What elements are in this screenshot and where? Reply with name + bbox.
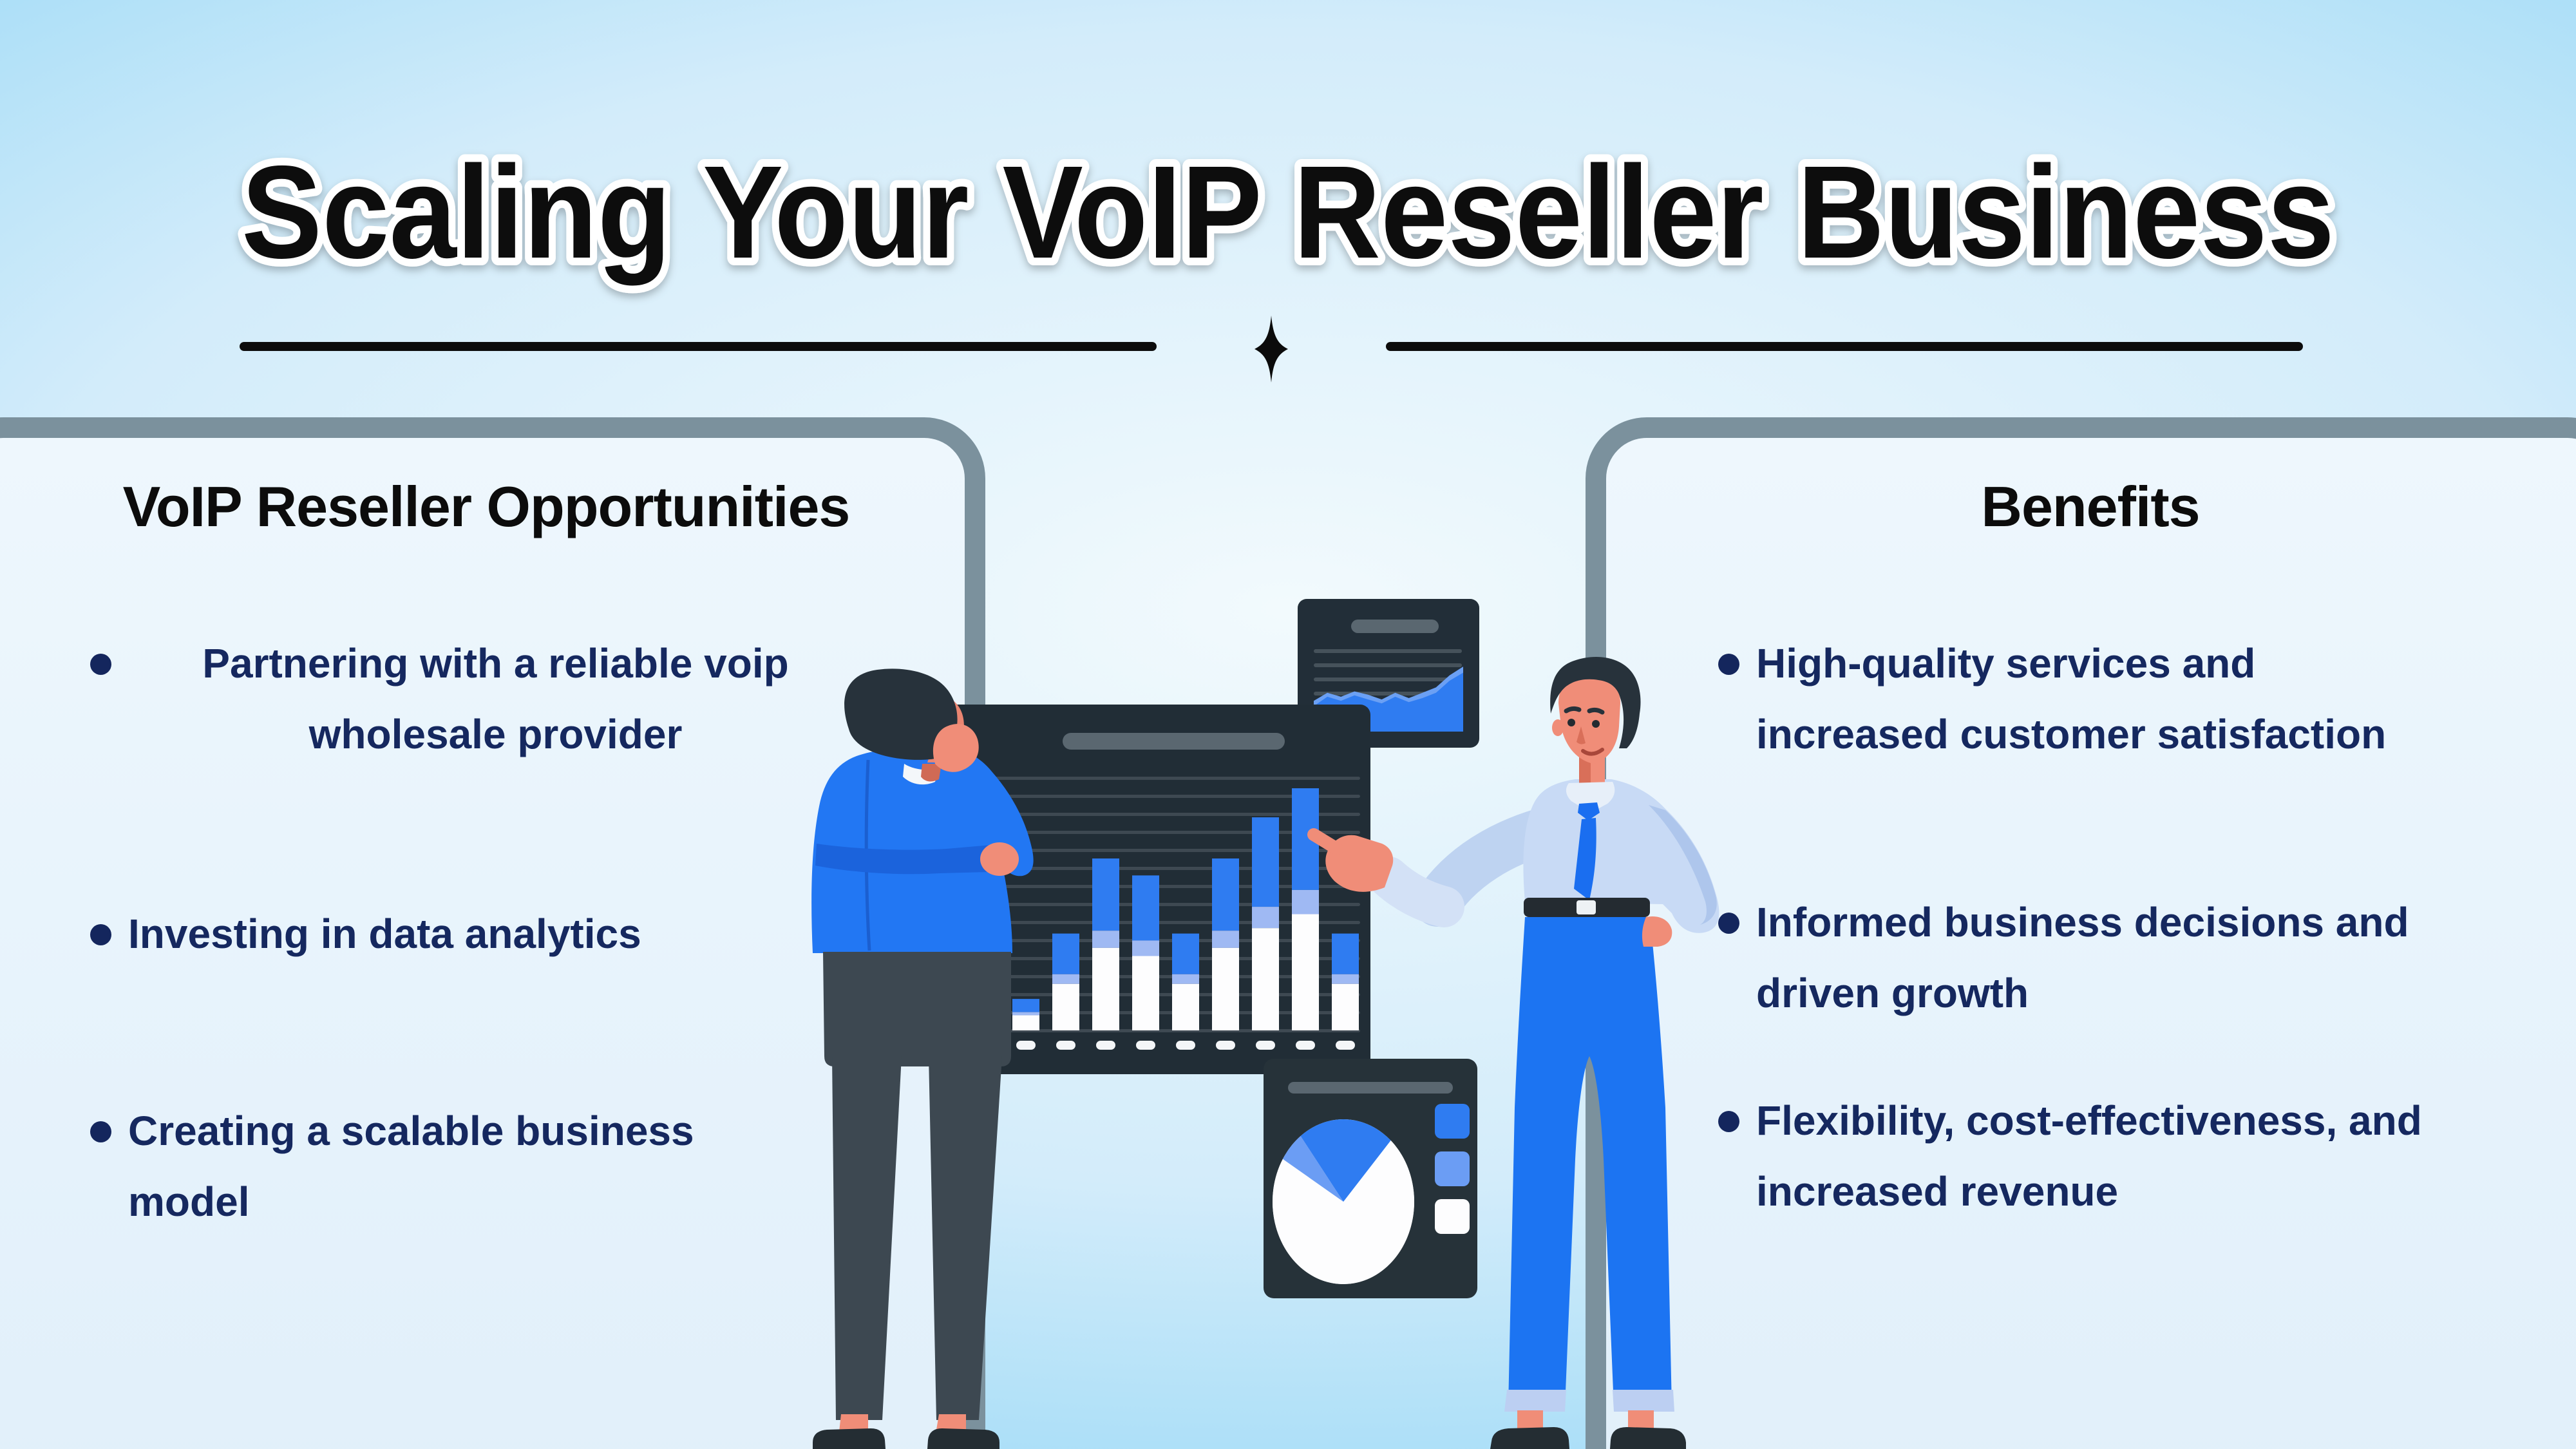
bullet-dot (1718, 654, 1739, 675)
pant-cuff (1504, 1390, 1566, 1412)
right-bullet-list: High-quality services and increased cust… (1718, 628, 2562, 1227)
board-title-pill (1063, 733, 1285, 750)
bullet-text: Flexibility, cost-effectiveness, and inc… (1756, 1097, 2422, 1215)
list-item: Informed business decisions and driven g… (1718, 887, 2562, 1028)
pie-base (1273, 1119, 1414, 1284)
pointing-hand (1325, 835, 1394, 892)
bullet-dot (1718, 913, 1739, 934)
bullet-text: Creating a scalable business model (128, 1108, 694, 1225)
list-item: Partnering with a reliable voip wholesal… (90, 628, 863, 770)
bullet-dot (90, 924, 111, 945)
sparkle-icon (1255, 316, 1288, 383)
divider-line-left (240, 342, 1157, 351)
bar-chart-board (944, 705, 1370, 1074)
pointing-forearm (1368, 857, 1464, 927)
legend-swatch-white (1435, 1199, 1470, 1234)
list-item: High-quality services and increased cust… (1718, 628, 2562, 770)
ear (1552, 719, 1564, 736)
ankle (1517, 1410, 1543, 1439)
area-chart (1314, 667, 1463, 732)
card-title-pill (1288, 1082, 1453, 1094)
legend-swatch-light (1435, 1151, 1470, 1186)
board-bars (1012, 788, 1359, 1050)
bullet-dot (1718, 1111, 1739, 1132)
board-gridlines (961, 776, 1360, 1034)
page-title: Scaling Your VoIP Reseller Business (242, 138, 2334, 286)
title-block: Scaling Your VoIP Reseller Business (234, 131, 2342, 294)
bullet-dot (90, 654, 111, 675)
pointing-arm-sleeve (1414, 806, 1575, 927)
bullet-text: High-quality services and increased cust… (1756, 640, 2387, 757)
trend-line-card (1298, 599, 1479, 748)
bullet-text: Partnering with a reliable voip wholesal… (202, 640, 789, 757)
pie-chart-card (1264, 1059, 1477, 1298)
legend-swatch-blue (1435, 1104, 1470, 1139)
list-item: Flexibility, cost-effectiveness, and inc… (1718, 1085, 2562, 1227)
card-title-pill (1351, 620, 1439, 633)
eye (1567, 719, 1575, 726)
nose (1577, 726, 1586, 744)
bullet-text: Informed business decisions and driven g… (1756, 899, 2409, 1016)
bullet-dot (90, 1121, 111, 1142)
bullet-text: Investing in data analytics (128, 911, 641, 957)
divider-line-right (1386, 342, 2303, 351)
left-bullet-list: Partnering with a reliable voip wholesal… (90, 628, 863, 1237)
shoe (1490, 1427, 1569, 1449)
right-panel (1586, 417, 2576, 1449)
left-panel-heading: VoIP Reseller Opportunities (122, 475, 851, 538)
list-item: Creating a scalable business model (90, 1095, 863, 1237)
list-item: Investing in data analytics (90, 898, 863, 969)
pointing-finger (1307, 828, 1343, 855)
pie-slices (1272, 1119, 1414, 1285)
right-panel-heading: Benefits (1981, 475, 2200, 538)
hand (980, 842, 1019, 876)
eyebrow (1564, 706, 1582, 714)
